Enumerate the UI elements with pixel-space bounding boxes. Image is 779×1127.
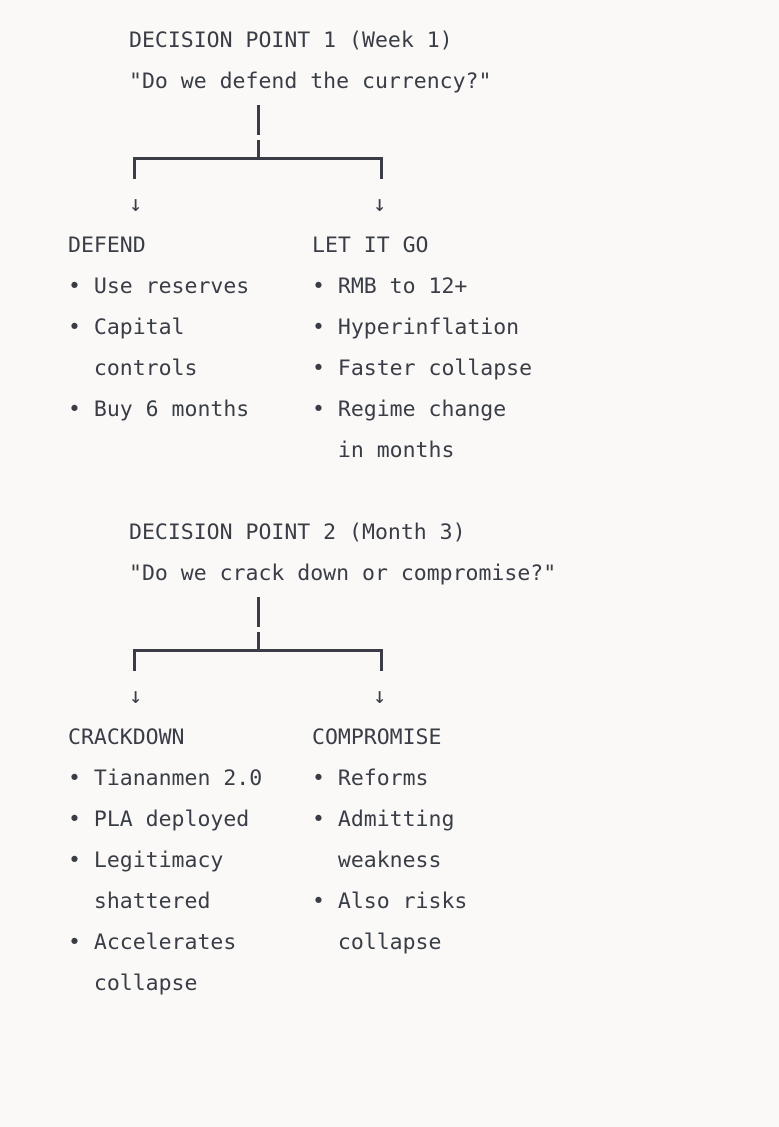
outcome-defend-2: • Capital (68, 315, 185, 340)
outcome-row: • Accelerates collapse (68, 922, 779, 963)
outcome-compromise-1: • Reforms (312, 766, 429, 791)
decision-point-1-question: "Do we defend the currency?" (129, 69, 492, 94)
tree-stem-lower-icon (257, 632, 260, 649)
outcome-row: • Capital • Hyperinflation (68, 307, 779, 348)
outcome-crackdown-4: shattered (68, 889, 211, 914)
outcome-letitgo-1: • RMB to 12+ (312, 274, 468, 299)
decision-block-2: DECISION POINT 2 (Month 3) "Do we crack … (68, 512, 779, 1004)
outcome-row: • Tiananmen 2.0 • Reforms (68, 758, 779, 799)
outcome-row: • PLA deployed • Admitting (68, 799, 779, 840)
tree-branch-leg-right-icon (380, 157, 383, 179)
tree-branch-bar-icon (133, 649, 383, 652)
outcome-row: controls • Faster collapse (68, 348, 779, 389)
decision-point-1-branch-labels: DEFEND LET IT GO (68, 225, 779, 266)
outcome-letitgo-2: • Hyperinflation (312, 315, 520, 340)
outcome-compromise-2: • Admitting (312, 807, 455, 832)
tree-branch-leg-right-icon (380, 649, 383, 671)
outcome-compromise-5: collapse (312, 930, 442, 955)
outcome-row: • Buy 6 months • Regime change (68, 389, 779, 430)
outcome-compromise-3: weakness (312, 848, 442, 873)
down-arrow-icon-left: ↓ (129, 684, 143, 709)
branch-label-compromise: COMPROMISE (312, 725, 442, 750)
decision-point-2-title-row: DECISION POINT 2 (Month 3) (68, 512, 779, 553)
decision-point-2-branch-labels: CRACKDOWN COMPROMISE (68, 717, 779, 758)
tree-branch-bar-icon (133, 157, 383, 160)
down-arrow-icon-right: ↓ (373, 684, 387, 709)
outcome-letitgo-5: in months (312, 438, 455, 463)
tree-branch-leg-left-icon (133, 649, 136, 671)
outcome-crackdown-3: • Legitimacy (68, 848, 224, 873)
branch-label-crackdown: CRACKDOWN (68, 725, 185, 750)
decision-point-2-question-row: "Do we crack down or compromise?" (68, 553, 779, 594)
decision-point-2-title: DECISION POINT 2 (Month 3) (129, 520, 466, 545)
outcome-letitgo-4: • Regime change (312, 397, 507, 422)
outcome-defend-3: controls (68, 356, 198, 381)
tree-stem-lower-icon (257, 140, 260, 157)
branch-label-let-it-go: LET IT GO (312, 233, 429, 258)
down-arrow-icon-right: ↓ (373, 192, 387, 217)
decision-point-1-question-row: "Do we defend the currency?" (68, 61, 779, 102)
outcome-row: in months (68, 430, 779, 471)
decision-point-2-arrow-row: ↓ ↓ (68, 676, 779, 717)
tree-branch-leg-left-icon (133, 157, 136, 179)
outcome-compromise-4: • Also risks (312, 889, 468, 914)
decision-point-1-arrow-row: ↓ ↓ (68, 184, 779, 225)
tree-stem-upper-icon (257, 597, 260, 627)
down-arrow-icon-left: ↓ (129, 192, 143, 217)
decision-tree-canvas: DECISION POINT 1 (Week 1) "Do we defend … (68, 20, 779, 1004)
decision-point-2-connector (68, 594, 779, 676)
decision-point-1-title: DECISION POINT 1 (Week 1) (129, 28, 453, 53)
outcome-row: collapse (68, 963, 779, 1004)
outcome-defend-4: • Buy 6 months (68, 397, 250, 422)
tree-stem-upper-icon (257, 105, 260, 135)
outcome-crackdown-2: • PLA deployed (68, 807, 250, 832)
outcome-crackdown-1: • Tiananmen 2.0 (68, 766, 263, 791)
outcome-row: shattered • Also risks (68, 881, 779, 922)
outcome-letitgo-3: • Faster collapse (312, 356, 533, 381)
branch-label-defend: DEFEND (68, 233, 146, 258)
outcome-crackdown-5: • Accelerates (68, 930, 237, 955)
outcome-row: • Use reserves • RMB to 12+ (68, 266, 779, 307)
outcome-row: • Legitimacy weakness (68, 840, 779, 881)
outcome-defend-1: • Use reserves (68, 274, 250, 299)
decision-point-2-question: "Do we crack down or compromise?" (129, 561, 557, 586)
decision-block-1: DECISION POINT 1 (Week 1) "Do we defend … (68, 20, 779, 471)
section-gap (68, 471, 779, 512)
decision-point-1-connector (68, 102, 779, 184)
decision-point-1-title-row: DECISION POINT 1 (Week 1) (68, 20, 779, 61)
outcome-crackdown-6: collapse (68, 971, 198, 996)
